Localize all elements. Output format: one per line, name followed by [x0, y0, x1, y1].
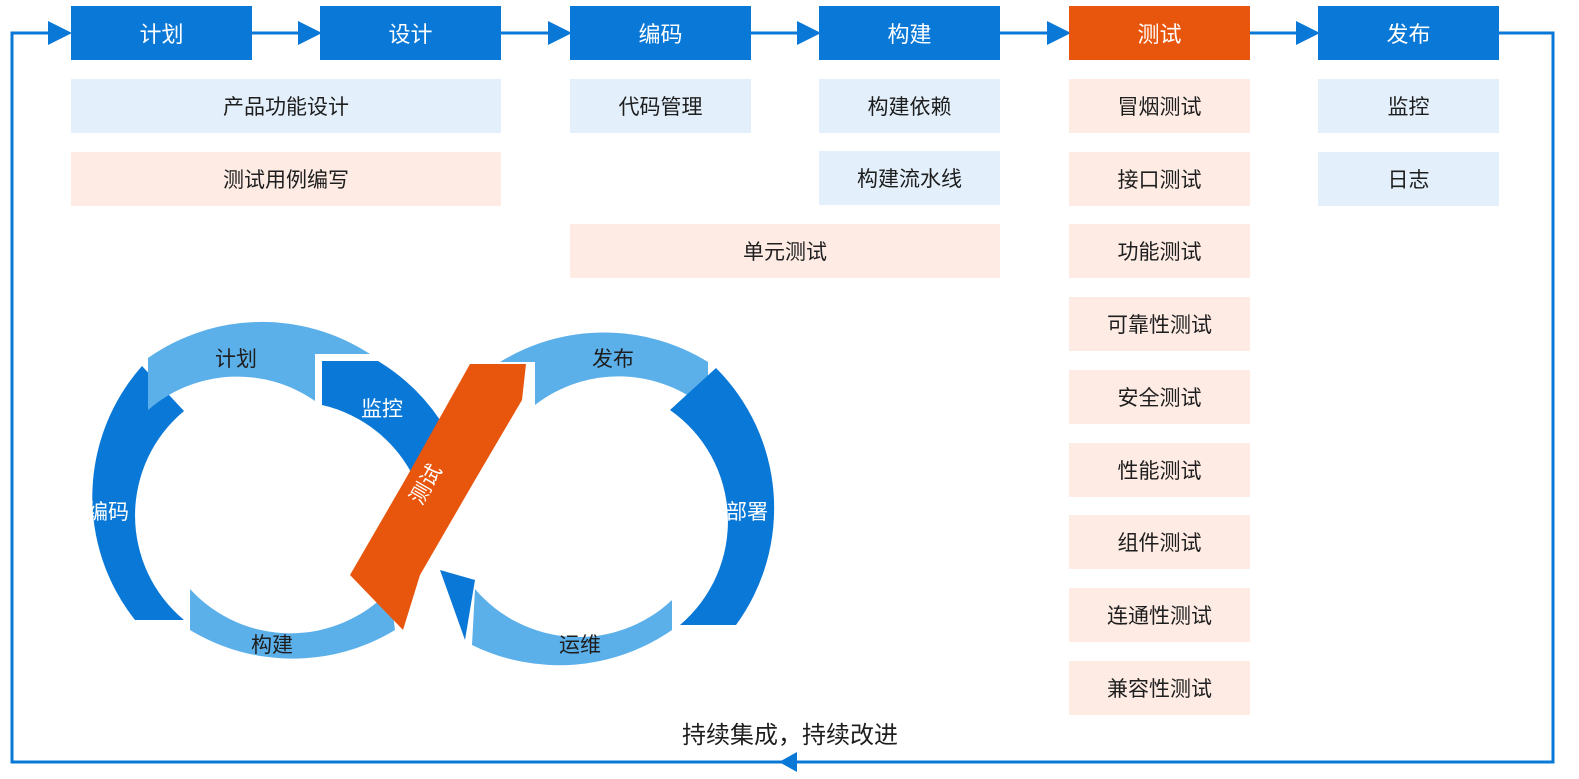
loop-segment-monitor — [322, 361, 440, 480]
test-item-label: 兼容性测试 — [1107, 677, 1212, 701]
box-build-pipeline-label: 构建流水线 — [857, 167, 962, 191]
devops-infinity-loop: 计划 监控 编码 构建 测试 发布 部署 运维 — [87, 321, 775, 666]
test-item-label: 可靠性测试 — [1107, 313, 1212, 337]
loop-label-release: 发布 — [592, 347, 634, 371]
test-item-smoke: 冒烟测试 — [1069, 79, 1250, 133]
test-item-compatibility: 兼容性测试 — [1069, 661, 1250, 715]
loop-segment-ops — [472, 589, 672, 666]
box-logs-label: 日志 — [1387, 168, 1430, 192]
box-code-management-label: 代码管理 — [618, 95, 703, 119]
box-monitor-label: 监控 — [1387, 95, 1430, 119]
stage-release: 发布 — [1318, 6, 1499, 60]
stage-test: 测试 — [1069, 6, 1250, 60]
test-item-security: 安全测试 — [1069, 370, 1250, 424]
box-product-design: 产品功能设计 — [71, 79, 501, 133]
test-item-reliability: 可靠性测试 — [1069, 297, 1250, 351]
loop-label-plan: 计划 — [215, 347, 257, 371]
loop-segment-test — [350, 364, 526, 630]
box-unit-test: 单元测试 — [570, 224, 1000, 278]
stage-test-label: 测试 — [1137, 23, 1182, 48]
box-unit-test-label: 单元测试 — [743, 240, 827, 264]
test-item-label: 组件测试 — [1117, 531, 1202, 555]
test-item-component: 组件测试 — [1069, 515, 1250, 569]
loop-segment-deploy — [670, 368, 775, 625]
test-item-functional: 功能测试 — [1069, 224, 1250, 278]
box-test-cases: 测试用例编写 — [71, 152, 501, 206]
test-item-label: 功能测试 — [1117, 240, 1202, 264]
loop-segment-release — [500, 332, 708, 410]
loop-segment-crossover — [440, 570, 475, 640]
stage-plan-label: 计划 — [139, 23, 184, 48]
loop-segment-build — [190, 589, 395, 659]
loop-label-code: 编码 — [87, 500, 129, 524]
stage-code: 编码 — [570, 6, 751, 60]
box-logs: 日志 — [1318, 152, 1499, 206]
loop-label-deploy: 部署 — [726, 500, 768, 524]
test-item-api: 接口测试 — [1069, 152, 1250, 206]
loop-label-monitor: 监控 — [361, 397, 403, 421]
test-item-label: 安全测试 — [1117, 386, 1202, 410]
loop-label-ops: 运维 — [559, 633, 601, 657]
stage-design-label: 设计 — [388, 23, 433, 48]
stage-release-label: 发布 — [1386, 23, 1431, 48]
box-code-management: 代码管理 — [570, 79, 751, 133]
stage-design: 设计 — [320, 6, 501, 60]
footer-caption: 持续集成，持续改进 — [682, 721, 898, 749]
test-item-label: 接口测试 — [1117, 168, 1202, 192]
loop-segment-code — [92, 366, 184, 620]
box-test-cases-label: 测试用例编写 — [223, 168, 349, 192]
test-item-connectivity: 连通性测试 — [1069, 588, 1250, 642]
stage-plan: 计划 — [71, 6, 252, 60]
stage-build: 构建 — [819, 6, 1000, 60]
box-monitor: 监控 — [1318, 79, 1499, 133]
loop-label-build: 构建 — [251, 633, 293, 657]
test-item-label: 连通性测试 — [1107, 604, 1212, 628]
box-build-deps: 构建依赖 — [819, 79, 1000, 133]
stage-code-label: 编码 — [638, 23, 683, 48]
box-build-deps-label: 构建依赖 — [867, 95, 952, 119]
test-item-performance: 性能测试 — [1069, 443, 1250, 497]
stage-build-label: 构建 — [887, 23, 932, 48]
box-product-design-label: 产品功能设计 — [223, 95, 349, 119]
loop-segment-plan — [148, 321, 370, 410]
test-item-label: 性能测试 — [1117, 459, 1202, 483]
box-build-pipeline: 构建流水线 — [819, 151, 1000, 205]
test-item-label: 冒烟测试 — [1117, 95, 1202, 119]
feedback-arrow-head — [779, 752, 797, 772]
